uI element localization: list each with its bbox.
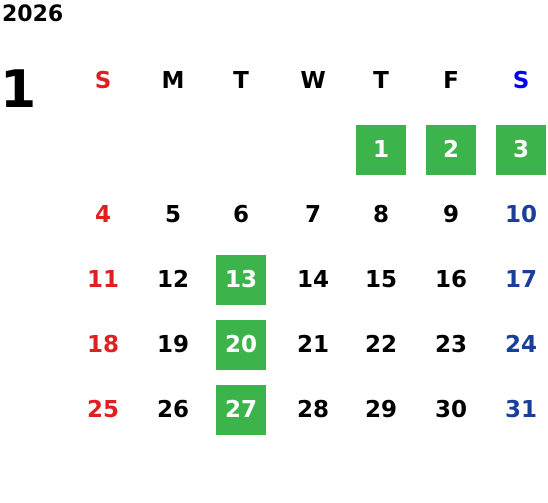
day-cell-14[interactable]: 14 bbox=[296, 267, 329, 293]
day-cell-7[interactable]: 7 bbox=[304, 202, 321, 228]
day-cell-25[interactable]: 25 bbox=[86, 397, 119, 423]
day-cell-19[interactable]: 19 bbox=[156, 332, 189, 358]
day-cell-13[interactable]: 13 bbox=[216, 255, 266, 305]
weekday-header-thu: T bbox=[373, 68, 389, 94]
day-cell-26[interactable]: 26 bbox=[156, 397, 189, 423]
day-cell-12[interactable]: 12 bbox=[156, 267, 189, 293]
weekday-header-fri: F bbox=[443, 68, 459, 94]
day-cell-5[interactable]: 5 bbox=[164, 202, 181, 228]
year-label: 2026 bbox=[2, 2, 64, 27]
weekday-header-sun: S bbox=[94, 68, 112, 94]
day-cell-8[interactable]: 8 bbox=[372, 202, 389, 228]
day-cell-28[interactable]: 28 bbox=[296, 397, 329, 423]
day-cell-15[interactable]: 15 bbox=[364, 267, 397, 293]
day-cell-21[interactable]: 21 bbox=[296, 332, 329, 358]
day-cell-23[interactable]: 23 bbox=[434, 332, 467, 358]
day-cell-6[interactable]: 6 bbox=[232, 202, 249, 228]
day-cell-24[interactable]: 24 bbox=[504, 332, 537, 358]
day-cell-9[interactable]: 9 bbox=[442, 202, 459, 228]
day-cell-31[interactable]: 31 bbox=[504, 397, 537, 423]
month-label: 1 bbox=[0, 60, 37, 120]
day-cell-29[interactable]: 29 bbox=[364, 397, 397, 423]
day-cell-22[interactable]: 22 bbox=[364, 332, 397, 358]
weekday-header-mon: M bbox=[161, 68, 185, 94]
weekday-header-wed: W bbox=[300, 68, 326, 94]
day-cell-11[interactable]: 11 bbox=[86, 267, 119, 293]
day-cell-10[interactable]: 10 bbox=[504, 202, 537, 228]
day-cell-2[interactable]: 2 bbox=[426, 125, 476, 175]
day-cell-16[interactable]: 16 bbox=[434, 267, 467, 293]
day-cell-27[interactable]: 27 bbox=[216, 385, 266, 435]
day-cell-3[interactable]: 3 bbox=[496, 125, 546, 175]
day-cell-17[interactable]: 17 bbox=[504, 267, 537, 293]
weekday-header-tue: T bbox=[233, 68, 249, 94]
day-cell-4[interactable]: 4 bbox=[94, 202, 111, 228]
weekday-header-sat: S bbox=[512, 68, 530, 94]
day-cell-30[interactable]: 30 bbox=[434, 397, 467, 423]
day-cell-20[interactable]: 20 bbox=[216, 320, 266, 370]
day-cell-1[interactable]: 1 bbox=[356, 125, 406, 175]
day-cell-18[interactable]: 18 bbox=[86, 332, 119, 358]
